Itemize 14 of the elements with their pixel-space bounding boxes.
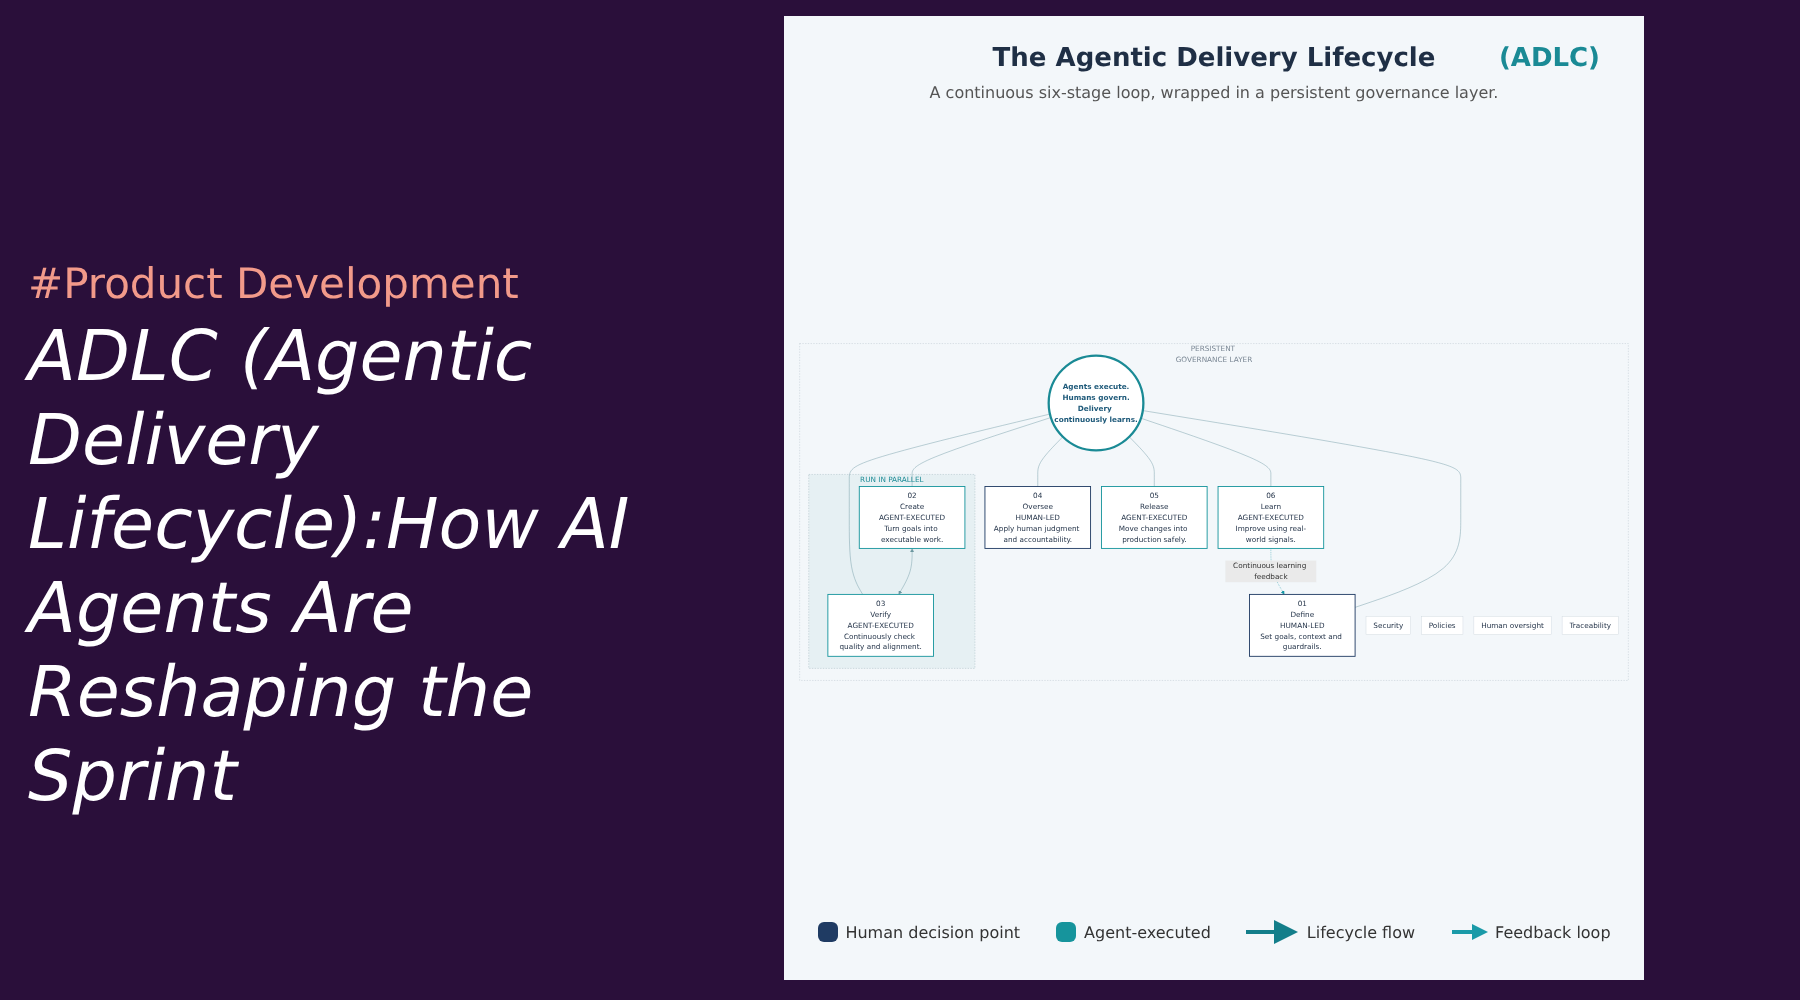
title-abbreviation: (ADLC) xyxy=(1498,44,1600,74)
connector xyxy=(1128,436,1155,487)
legend-label: Feedback loop xyxy=(1495,923,1611,941)
legend-label: Human decision point xyxy=(845,923,1021,941)
diagram-title: The Agentic Delivery Lifecycle xyxy=(992,44,1436,74)
legend-label: Lifecycle flow xyxy=(1306,923,1416,941)
connector xyxy=(1140,417,1272,487)
connector xyxy=(1142,410,1461,608)
connector xyxy=(911,417,1052,487)
connector xyxy=(1037,436,1064,487)
headline: ADLC (Agentic Delivery Lifecycle):How AI Agents Are Reshaping the Sprint xyxy=(28,316,632,820)
subtitle: A continuous six-stage loop, wrapped in a persistent governance layer. xyxy=(927,84,1501,102)
category-tag: #Product Development xyxy=(28,260,519,308)
legend-label: Agent-executed xyxy=(1084,923,1211,941)
